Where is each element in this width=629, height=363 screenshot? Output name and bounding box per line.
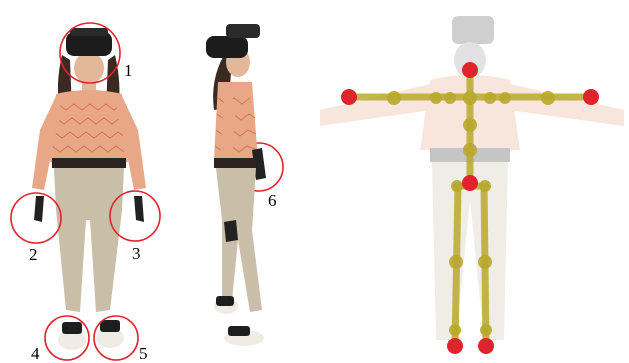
joint-head: [462, 62, 478, 78]
joint-left-hand: [341, 89, 357, 105]
marker-label-6: 6: [268, 192, 277, 209]
marker-label-5: 5: [139, 345, 148, 362]
joint-right-foot: [478, 338, 494, 354]
joint-left-foot: [447, 338, 463, 354]
marker-label-1: 1: [124, 62, 133, 79]
side-view-person: [206, 24, 266, 346]
joint-right-hand: [583, 89, 599, 105]
marker-label-2: 2: [29, 246, 38, 263]
joint-waist: [462, 175, 478, 191]
marker-label-4: 4: [31, 345, 40, 362]
marker-label-3: 3: [132, 245, 141, 262]
